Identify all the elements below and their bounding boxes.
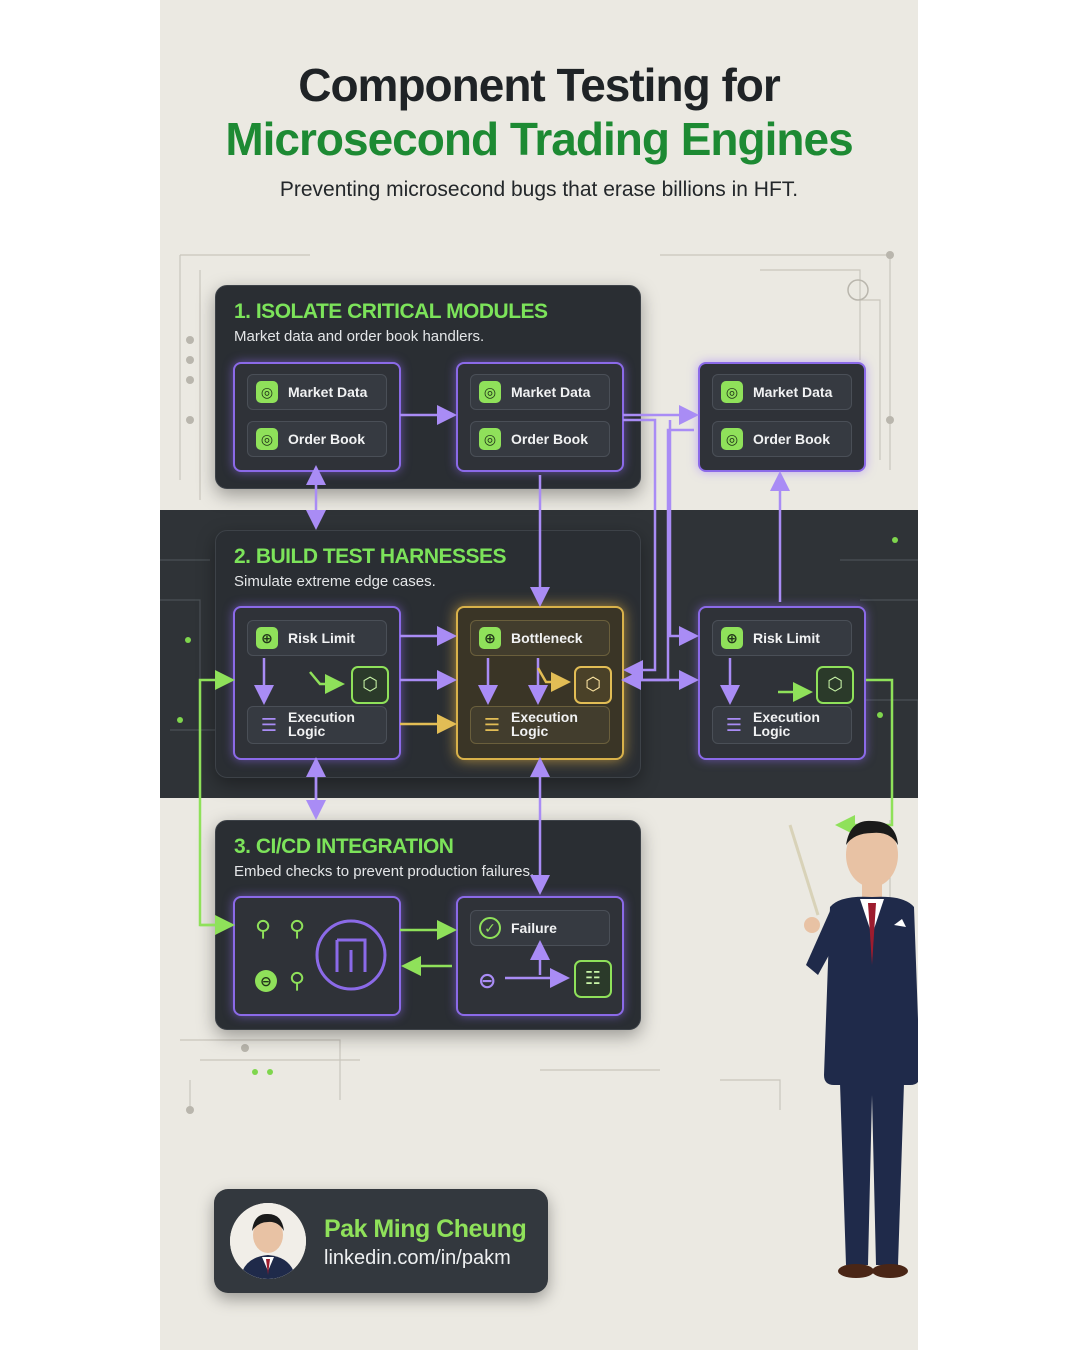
- harness-card-3: ⊕ Risk Limit ⬡ ☰ Execution Logic: [698, 606, 866, 760]
- harness-card-1: ⊕ Risk Limit ⬡ ☰ Execution Logic: [233, 606, 401, 760]
- check-icon: ◎: [479, 428, 501, 450]
- target-icon: ⊕: [256, 627, 278, 649]
- row-label-line-2: Logic: [288, 723, 326, 739]
- author-linkedin-link[interactable]: linkedin.com/in/pakm: [324, 1247, 511, 1269]
- sync-icon: ⊖: [255, 970, 277, 992]
- row-label: Order Book: [511, 431, 589, 447]
- section-2-description: Simulate extreme edge cases.: [234, 573, 436, 590]
- target-icon: ⊕: [721, 627, 743, 649]
- pipeline-card: ⚲ ⚲ ⊖ ⚲: [233, 896, 401, 1016]
- title-line-2: Microsecond Trading Engines: [225, 113, 853, 165]
- failure-label: Failure: [511, 920, 557, 936]
- module-card-2: ◎ Market Data ◎ Order Book: [456, 362, 624, 472]
- row-label: Bottleneck: [511, 630, 583, 646]
- check-icon: ◎: [479, 381, 501, 403]
- module-row: ◎ Order Book: [712, 421, 852, 457]
- check-icon: ◎: [256, 428, 278, 450]
- harness-bottom-row: ☰ Execution Logic: [470, 706, 610, 744]
- title-line-1: Component Testing for: [298, 59, 781, 111]
- module-row: ◎ Market Data: [247, 374, 387, 410]
- section-3-description: Embed checks to prevent production failu…: [234, 863, 535, 880]
- check-icon: ◎: [721, 381, 743, 403]
- failure-row: ✓ Failure: [470, 910, 610, 946]
- failure-card: ✓ Failure ⊖ ☷: [456, 896, 624, 1016]
- pipeline-loop-icon: [315, 919, 387, 991]
- database-icon: ☰: [725, 715, 743, 735]
- author-name: Pak Ming Cheung: [324, 1215, 527, 1243]
- section-1-description: Market data and order book handlers.: [234, 328, 485, 345]
- person-icon: ⚲: [289, 968, 306, 993]
- harness-top-row: ⊕ Risk Limit: [712, 620, 852, 656]
- presenter-illustration: [788, 820, 918, 1278]
- harness-top-row: ⊕ Bottleneck: [470, 620, 610, 656]
- target-icon: ⊕: [479, 627, 501, 649]
- section-1-title: 1. ISOLATE CRITICAL MODULES: [234, 300, 548, 323]
- person-icon: ⚲: [255, 916, 272, 941]
- module-card-1: ◎ Market Data ◎ Order Book: [233, 362, 401, 472]
- check-icon: ◎: [721, 428, 743, 450]
- row-label: Market Data: [511, 384, 591, 400]
- cube-icon: ⬡: [351, 666, 389, 704]
- row-label-line-1: Execution: [753, 709, 820, 725]
- row-label-line-2: Logic: [753, 723, 791, 739]
- avatar-illustration: [230, 1203, 306, 1279]
- author-avatar: [230, 1203, 306, 1279]
- cube-icon: ⬡: [816, 666, 854, 704]
- section-3-title: 3. CI/CD INTEGRATION: [234, 835, 454, 858]
- row-label-line-2: Logic: [511, 723, 549, 739]
- database-icon: ☰: [483, 715, 501, 735]
- module-row: ◎ Order Book: [247, 421, 387, 457]
- person-icon: ⚲: [289, 916, 306, 941]
- row-label: Order Book: [753, 431, 831, 447]
- row-label: Risk Limit: [288, 630, 355, 646]
- module-row: ◎ Market Data: [712, 374, 852, 410]
- poster-canvas: Component Testing for Microsecond Tradin…: [160, 0, 918, 1350]
- section-2-title: 2. BUILD TEST HARNESSES: [234, 545, 507, 568]
- row-label: Market Data: [288, 384, 368, 400]
- row-label: Order Book: [288, 431, 366, 447]
- database-icon: ☰: [260, 715, 278, 735]
- row-label: Market Data: [753, 384, 833, 400]
- harness-top-row: ⊕ Risk Limit: [247, 620, 387, 656]
- harness-bottom-row: ☰ Execution Logic: [712, 706, 852, 744]
- row-label: Risk Limit: [753, 630, 820, 646]
- module-row: ◎ Market Data: [470, 374, 610, 410]
- harness-card-bottleneck: ⊕ Bottleneck ⬡ ☰ Execution Logic: [456, 606, 624, 760]
- author-card: Pak Ming Cheung linkedin.com/in/pakm: [214, 1189, 548, 1293]
- row-label-line-1: Execution: [511, 709, 578, 725]
- harness-bottom-row: ☰ Execution Logic: [247, 706, 387, 744]
- sync-icon: ⊖: [478, 968, 497, 993]
- module-card-3: ◎ Market Data ◎ Order Book: [698, 362, 866, 472]
- module-row: ◎ Order Book: [470, 421, 610, 457]
- subtitle: Preventing microsecond bugs that erase b…: [279, 178, 799, 201]
- check-circle-icon: ✓: [479, 917, 501, 939]
- cube-icon: ⬡: [574, 666, 612, 704]
- settings-icon: ☷: [574, 960, 612, 998]
- row-label-line-1: Execution: [288, 709, 355, 725]
- check-icon: ◎: [256, 381, 278, 403]
